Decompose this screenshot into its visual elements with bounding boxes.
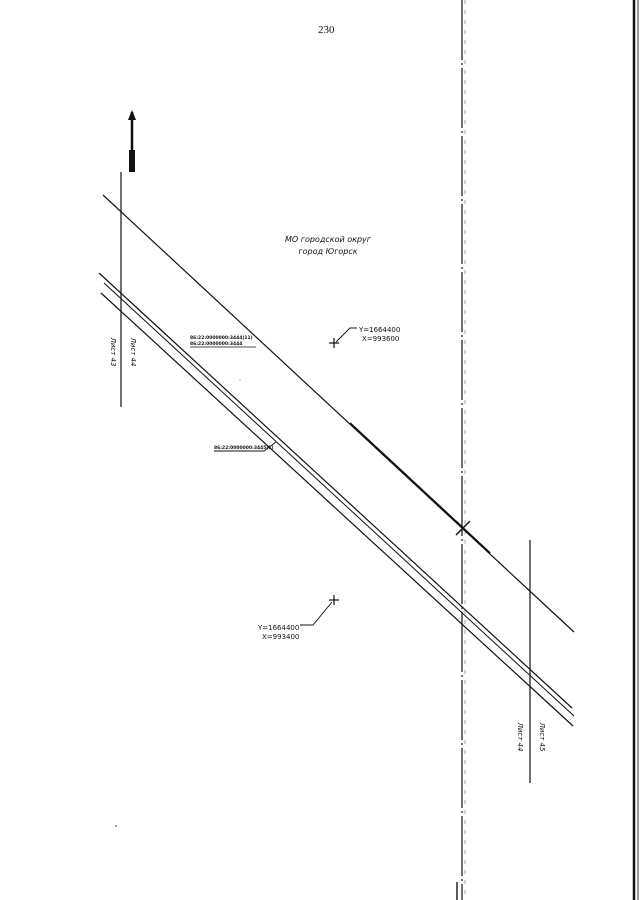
sheet-label: Лист 43 — [109, 337, 117, 367]
coordinate-cross-icon — [329, 338, 339, 348]
sheet-label: Лист 45 — [538, 722, 546, 752]
scan-speck — [115, 825, 117, 827]
north-arrow-icon — [128, 110, 136, 172]
corridor-line-2 — [103, 282, 575, 717]
coordinate-leader-bottom — [300, 601, 333, 626]
parcel-label-upper-2: 86:22:0000000:3444 — [190, 341, 242, 347]
area-label-line1: МО городской округ — [285, 235, 372, 244]
sheet-label: Лист 44 — [516, 722, 524, 752]
coordinate-x-bottom: X=993400 — [262, 633, 299, 641]
sheet-label: Лист 44 — [129, 337, 137, 367]
coordinate-y-bottom: Y=1664400 — [257, 624, 299, 632]
parcel-label-middle: 86:22:0000000:3445(1) — [214, 445, 274, 451]
page-number: 230 — [318, 24, 335, 36]
coordinate-cross-icon — [329, 595, 339, 605]
coordinate-y-top: Y=1664400 — [358, 326, 400, 334]
intersection-mark — [455, 520, 471, 536]
coordinate-x-top: X=993600 — [362, 335, 399, 343]
scan-speck — [239, 379, 241, 381]
parcel-label-upper-1: 86:22:0000000:3444(11) — [190, 335, 253, 341]
corridor-line-1 — [98, 272, 573, 709]
coordinate-leader-top — [335, 327, 357, 343]
boundary-line-top — [102, 194, 575, 633]
corridor-line-3 — [100, 292, 574, 727]
parcel-leader-middle — [214, 441, 277, 452]
area-label-line2: город Югорск — [298, 247, 357, 256]
